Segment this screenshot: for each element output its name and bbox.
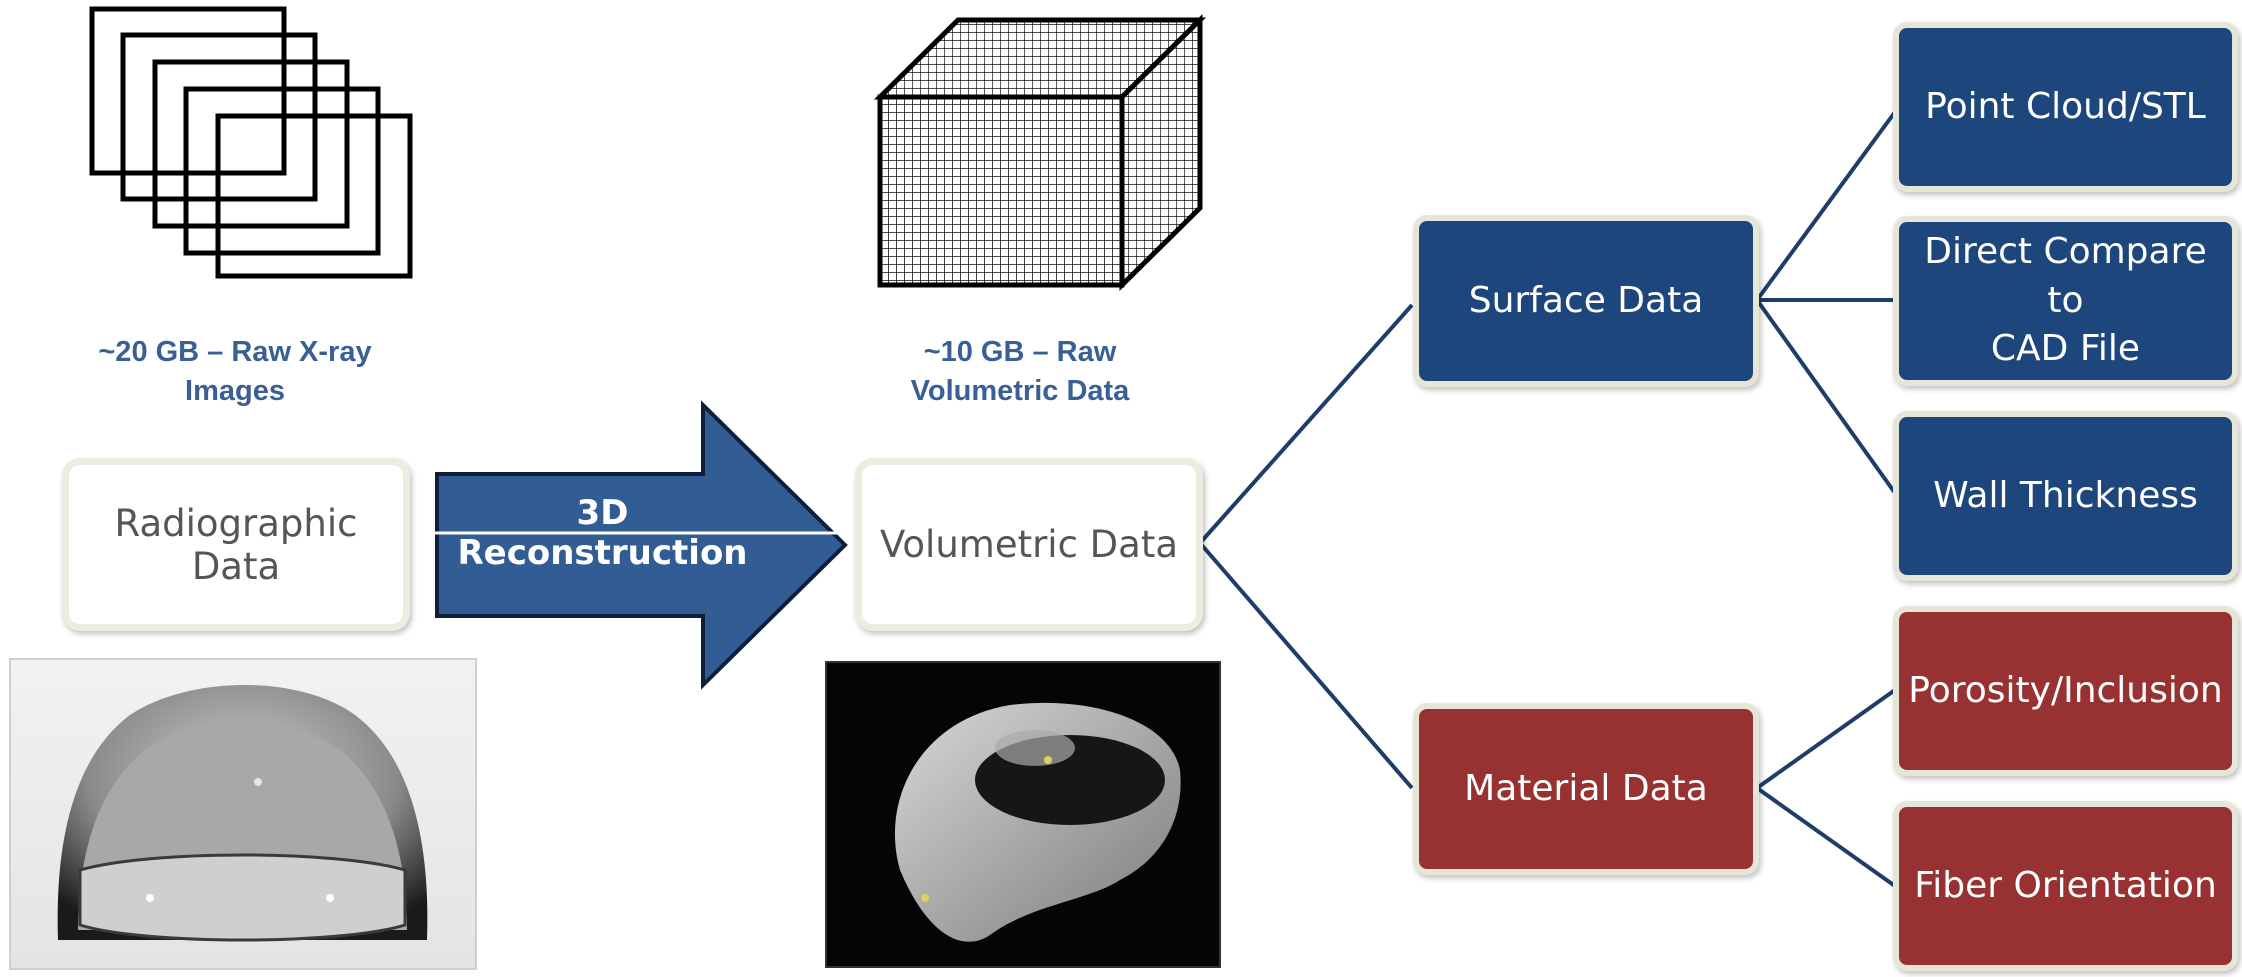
cad-compare-node[interactable]: Direct Compare to CAD File xyxy=(1893,216,2238,386)
radiographic-data-label: Radiographic Data xyxy=(114,501,358,588)
wall-thickness-node[interactable]: Wall Thickness xyxy=(1893,411,2238,581)
raw-images-caption-line2: Images xyxy=(185,374,285,407)
stacked-images-icon xyxy=(89,6,413,279)
material-data-label: Material Data xyxy=(1464,767,1708,809)
cad-compare-label-line2: CAD File xyxy=(1990,328,2141,370)
point-cloud-label: Point Cloud/STL xyxy=(1925,85,2206,127)
raw-images-caption-line1: ~20 GB – Raw X-ray xyxy=(98,336,372,368)
xray-helmet-image xyxy=(9,658,477,970)
fiber-orientation-node[interactable]: Fiber Orientation xyxy=(1893,801,2238,971)
cad-compare-label: Direct Compare to CAD File xyxy=(1907,228,2224,374)
porosity-label: Porosity/Inclusion xyxy=(1908,669,2223,711)
raw-volumetric-caption-line1: ~10 GB – Raw xyxy=(923,336,1117,368)
reconstruction-label: 3D Reconstruction xyxy=(450,493,755,573)
cad-compare-label-line1: Direct Compare to xyxy=(1924,231,2207,321)
point-cloud-node[interactable]: Point Cloud/STL xyxy=(1893,22,2238,192)
connector-lines xyxy=(1198,110,1897,888)
material-data-node[interactable]: Material Data xyxy=(1413,703,1759,875)
fiber-orientation-label: Fiber Orientation xyxy=(1914,864,2217,906)
raw-volumetric-caption: ~10 GB – Raw Volumetric Data xyxy=(870,333,1170,410)
raw-images-caption: ~20 GB – Raw X-ray Images xyxy=(60,333,410,410)
porosity-node[interactable]: Porosity/Inclusion xyxy=(1893,606,2238,776)
reconstruction-arrow xyxy=(408,400,850,690)
raw-volumetric-caption-line2: Volumetric Data xyxy=(910,374,1130,407)
reconstruction-label-line1: 3D xyxy=(576,493,629,533)
wall-thickness-label: Wall Thickness xyxy=(1933,474,2198,516)
volumetric-data-node[interactable]: Volumetric Data xyxy=(855,458,1203,631)
voxel-cube-icon xyxy=(873,14,1207,291)
reconstruction-label-line2: Reconstruction xyxy=(457,533,748,573)
surface-data-node[interactable]: Surface Data xyxy=(1413,215,1759,387)
ct-volume-render xyxy=(825,661,1221,968)
volumetric-data-label: Volumetric Data xyxy=(879,523,1179,566)
surface-data-label: Surface Data xyxy=(1468,279,1704,321)
radiographic-data-node[interactable]: Radiographic Data xyxy=(62,458,410,631)
